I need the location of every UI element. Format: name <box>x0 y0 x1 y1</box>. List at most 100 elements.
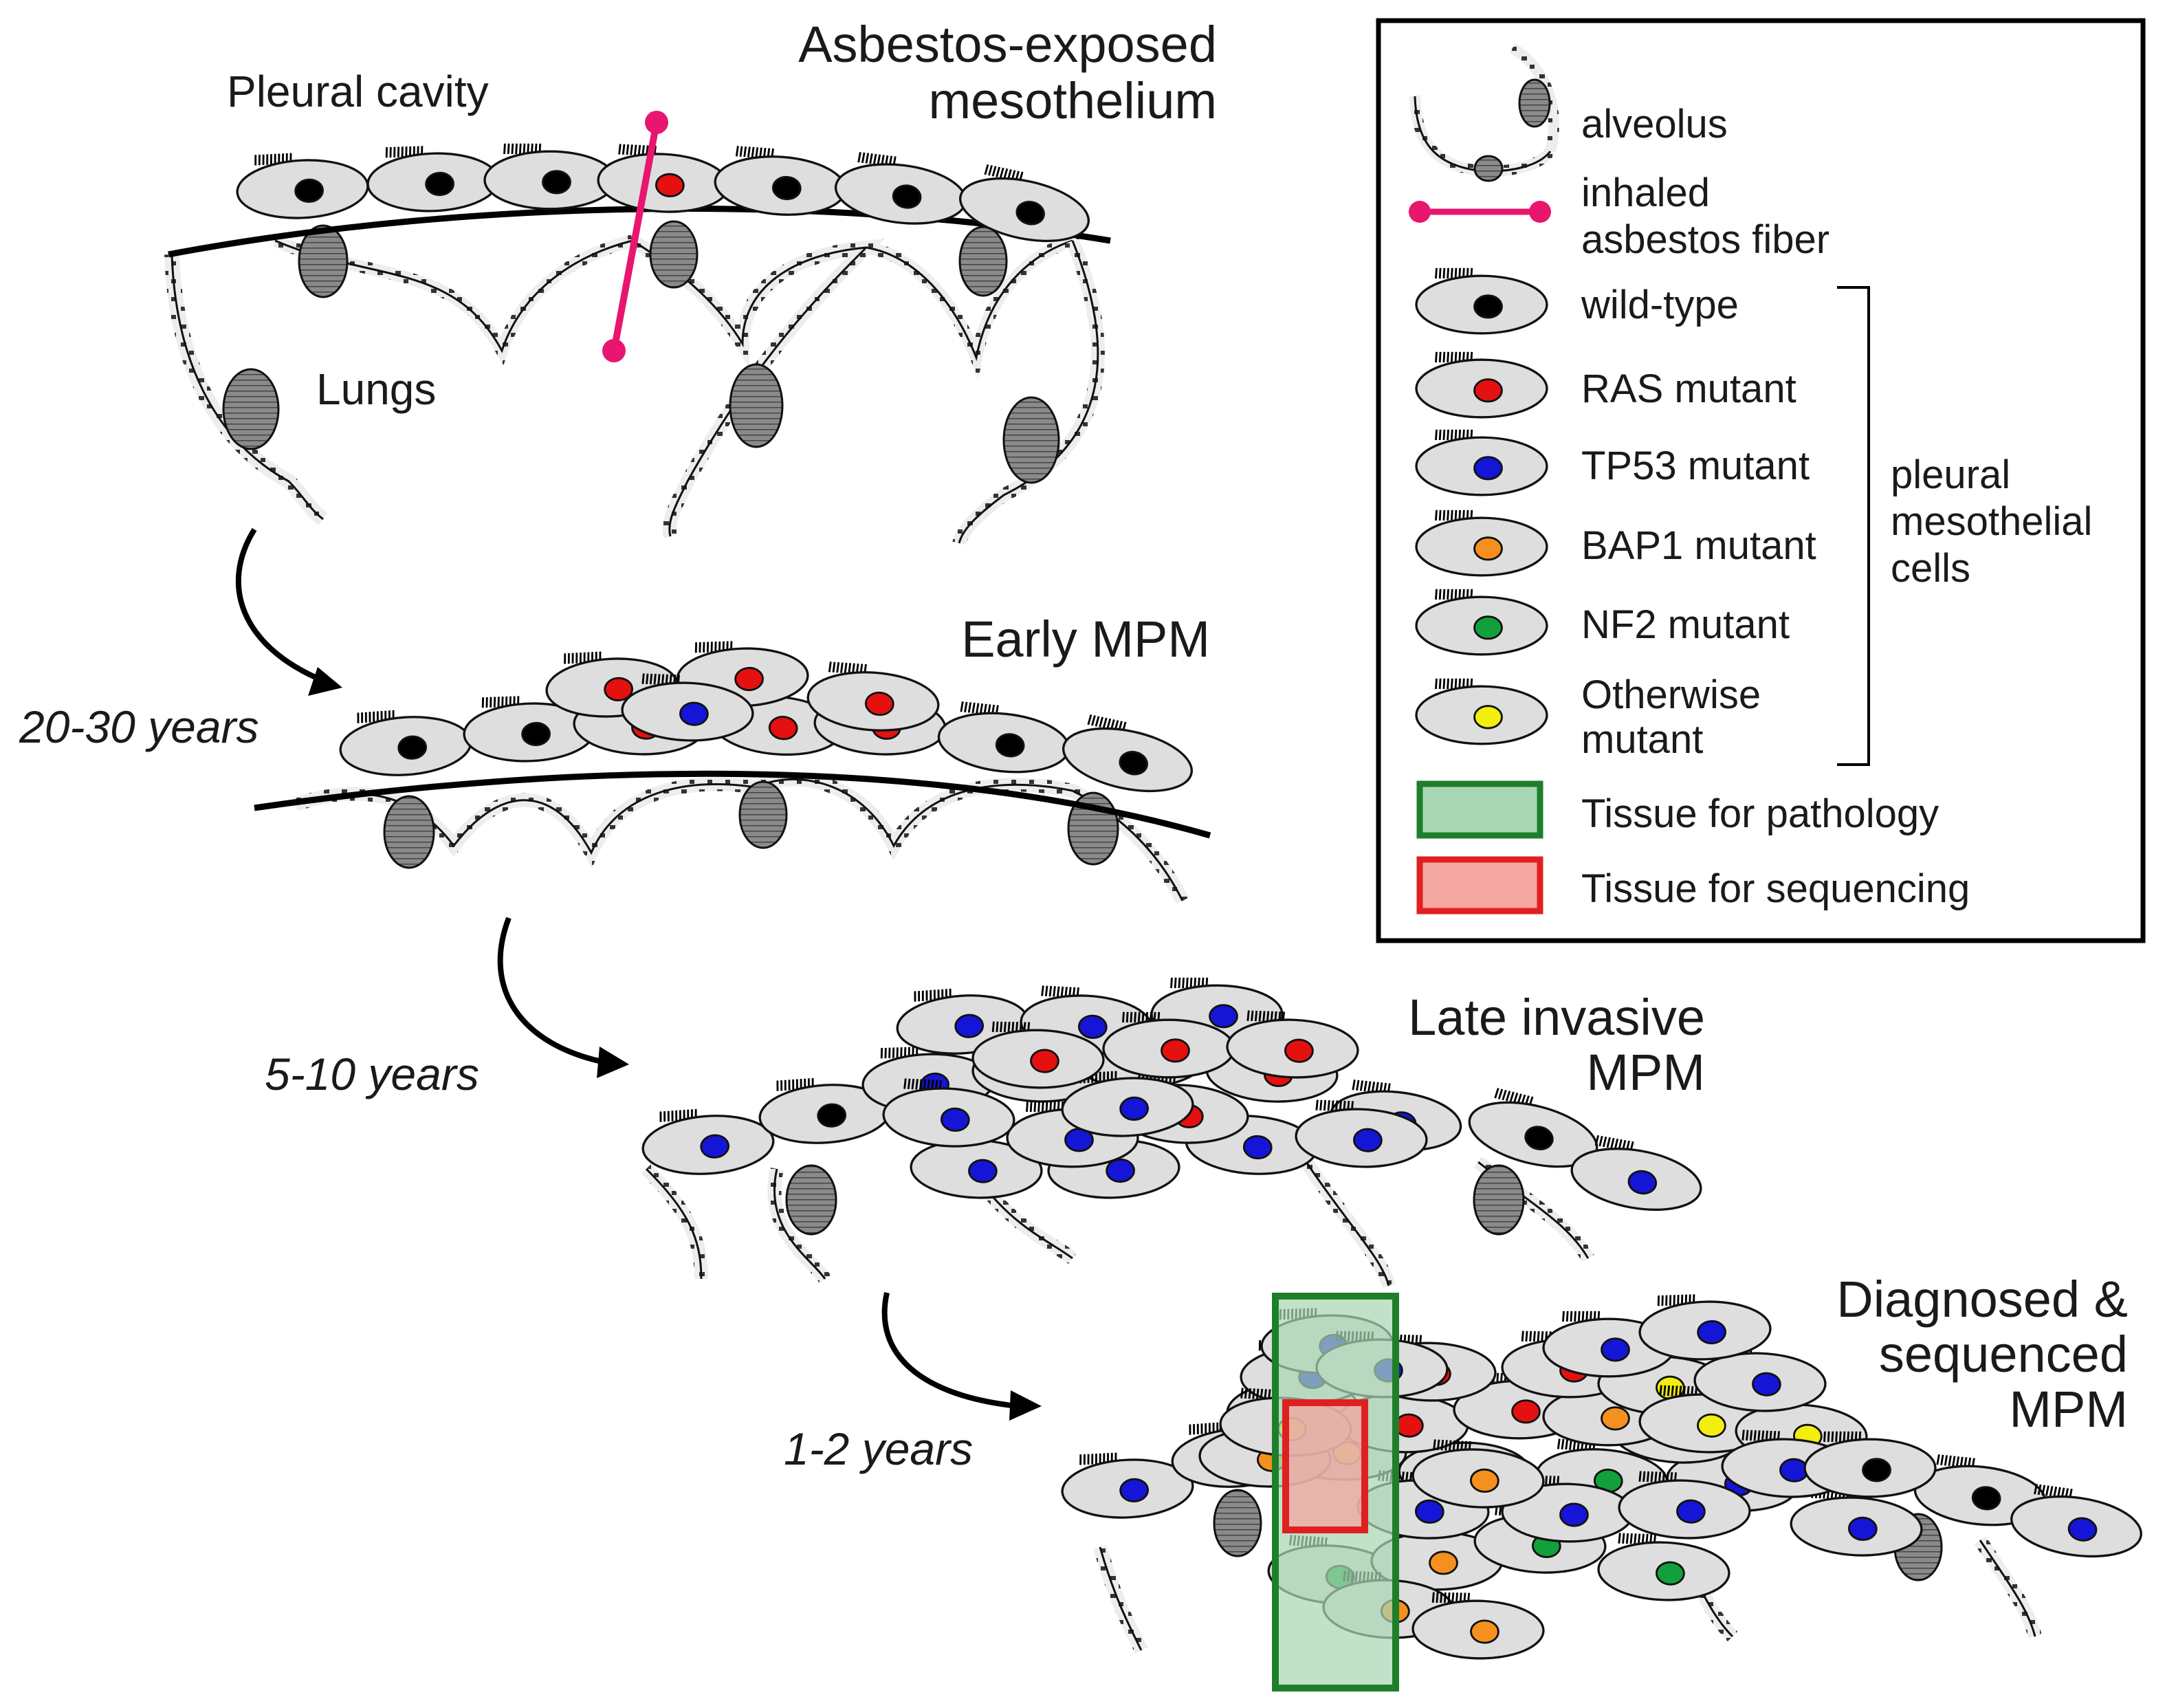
stage-diagnosed-sequenced-mpm: Diagnosed & sequenced MPM 1-2 years <box>784 1271 2142 1691</box>
nucleus-ras-mutant <box>604 677 634 701</box>
nucleus-tp53-mutant <box>1414 1499 1444 1524</box>
mesothelial-cell-tp53-mutant <box>1638 1294 1772 1361</box>
nucleus-tp53-mutant <box>1627 1170 1658 1195</box>
nucleus-bap1-mutant <box>1601 1406 1630 1431</box>
nucleus-otherwise-mutant <box>1697 1413 1726 1438</box>
legend-sequencing-swatch <box>1416 856 1543 915</box>
nucleus-tp53-mutant <box>1847 1516 1878 1541</box>
legend-group-bracket <box>1837 286 1870 766</box>
alveolar-cells-s1 <box>222 220 1060 484</box>
nucleus-wild-type <box>817 1103 847 1128</box>
mesothelial-cell-wild-type <box>1913 1454 2047 1526</box>
arrowhead-20-30 <box>308 667 342 696</box>
nucleus-wild-type <box>1015 201 1045 226</box>
nucleus-tp53-mutant <box>940 1107 970 1132</box>
legend-other-line2: mutant <box>1581 717 1703 762</box>
mesothelial-cell-wild-type <box>1803 1431 1937 1498</box>
mesothelial-cell-wild-type <box>1468 1088 1598 1168</box>
nucleus-tp53-mutant <box>1353 1128 1383 1152</box>
legend: alveolus inhaled asbestos fiber wild-typ… <box>1376 18 2146 943</box>
stage-early-mpm: Early MPM 20-30 years <box>19 527 1211 904</box>
nucleus-nf2-mutant <box>1656 1561 1685 1586</box>
nucleus-ras-mutant <box>1284 1038 1314 1063</box>
nucleus-wild-type <box>1119 751 1148 776</box>
nucleus-tp53-mutant <box>1676 1499 1706 1524</box>
stage1-title-line2: mesothelium <box>928 72 1217 129</box>
mesothelial-cell-tp53-mutant <box>1415 429 1548 496</box>
nucleus-tp53-mutant <box>1119 1096 1150 1121</box>
nucleus-ras-mutant <box>655 173 685 197</box>
nucleus-wild-type <box>294 178 325 203</box>
alveolus-icon <box>1409 43 1559 182</box>
lung-alveoli-s3 <box>641 1151 1594 1288</box>
mesothelial-cell-wild-type <box>339 710 472 776</box>
arrow-5-10 <box>497 917 606 1065</box>
arrow-20-30 <box>236 527 325 683</box>
legend-group-line2: mesothelial <box>1891 499 2092 544</box>
nucleus-wild-type <box>1862 1458 1891 1482</box>
mesothelial-cell-tp53-mutant <box>1618 1471 1751 1540</box>
stage3-title-line2: MPM <box>1586 1044 1705 1101</box>
arrowhead-5-10 <box>597 1047 629 1078</box>
arrowhead-1-2 <box>1009 1390 1042 1421</box>
nucleus-tp53-mutant <box>2067 1517 2098 1542</box>
stage-asbestos-exposed: Pleural cavity Lungs Asbestos-exposed me… <box>164 16 1217 546</box>
nucleus-wild-type <box>542 170 571 195</box>
nucleus-nf2-mutant <box>1473 615 1503 640</box>
nucleus-wild-type <box>521 721 551 747</box>
legend-sequencing-label: Tissue for sequencing <box>1581 866 1970 911</box>
stage3-title-line1: Late invasive <box>1408 989 1705 1046</box>
mesothelial-cell-wild-type <box>366 146 500 212</box>
nucleus-tp53-mutant <box>1209 1004 1238 1029</box>
mesothelial-cell-bap1-mutant <box>1411 1439 1545 1509</box>
nucleus-bap1-mutant <box>1469 1468 1499 1493</box>
basement-membrane-s2 <box>254 770 1211 839</box>
mesothelial-cell-bap1-mutant <box>1411 1592 1545 1660</box>
stage2-title: Early MPM <box>961 611 1210 668</box>
nucleus-tp53-mutant <box>968 1159 998 1183</box>
nucleus-tp53-mutant <box>1473 456 1503 481</box>
nucleus-wild-type <box>1473 294 1503 319</box>
nucleus-tp53-mutant <box>1119 1478 1150 1502</box>
nucleus-ras-mutant <box>734 666 764 692</box>
legend-pathology-label: Tissue for pathology <box>1581 791 1939 836</box>
nucleus-wild-type <box>425 171 454 197</box>
legend-cell-icons <box>1415 267 1548 745</box>
legend-bap1-label: BAP1 mutant <box>1581 523 1816 568</box>
pleural-cavity-label: Pleural cavity <box>227 67 489 116</box>
mesothelial-cell-tp53-mutant <box>882 1078 1015 1148</box>
lungs-label: Lungs <box>316 364 436 414</box>
nucleus-tp53-mutant <box>954 1014 985 1038</box>
legend-other-line1: Otherwise <box>1581 672 1761 717</box>
legend-fiber-line1: inhaled <box>1581 171 1710 215</box>
nucleus-ras-mutant <box>1161 1038 1190 1063</box>
mesothelial-cell-tp53-mutant <box>1790 1487 1923 1557</box>
mesothelial-cell-nf2-mutant <box>1415 589 1548 656</box>
cell-layer-s2 <box>339 641 1193 793</box>
mesothelial-cell-wild-type <box>1415 267 1548 335</box>
nucleus-tp53-mutant <box>700 1134 730 1159</box>
mesothelial-cell-tp53-mutant <box>1501 1475 1634 1543</box>
nucleus-tp53-mutant <box>1601 1337 1630 1362</box>
legend-group-line1: pleural <box>1891 452 2010 497</box>
stage-late-invasive-mpm: Late invasive MPM 5-10 years <box>265 917 1705 1288</box>
mesothelial-cell-ras-mutant <box>1415 351 1548 419</box>
nucleus-wild-type <box>771 175 802 201</box>
nucleus-ras-mutant <box>1473 378 1503 403</box>
nucleus-bap1-mutant <box>1473 536 1503 561</box>
stage4-title-line3: MPM <box>2009 1381 2128 1438</box>
mesothelial-cell-wild-type <box>1062 714 1193 793</box>
mesothelial-cell-ras-mutant <box>806 661 940 732</box>
nucleus-bap1-mutant <box>1470 1619 1499 1644</box>
nucleus-tp53-mutant <box>1242 1135 1273 1160</box>
legend-tp53-label: TP53 mutant <box>1581 444 1810 488</box>
mesothelial-cell-tp53-mutant <box>1295 1099 1428 1168</box>
sequencing-tissue-box <box>1282 1399 1368 1533</box>
mesothelial-cell-bap1-mutant <box>1415 510 1548 577</box>
mesothelial-cell-wild-type <box>236 153 369 219</box>
asbestos-fiber-s1 <box>602 111 668 362</box>
arrow-1-2 <box>881 1292 1018 1409</box>
legend-wild-type-label: wild-type <box>1581 283 1739 327</box>
